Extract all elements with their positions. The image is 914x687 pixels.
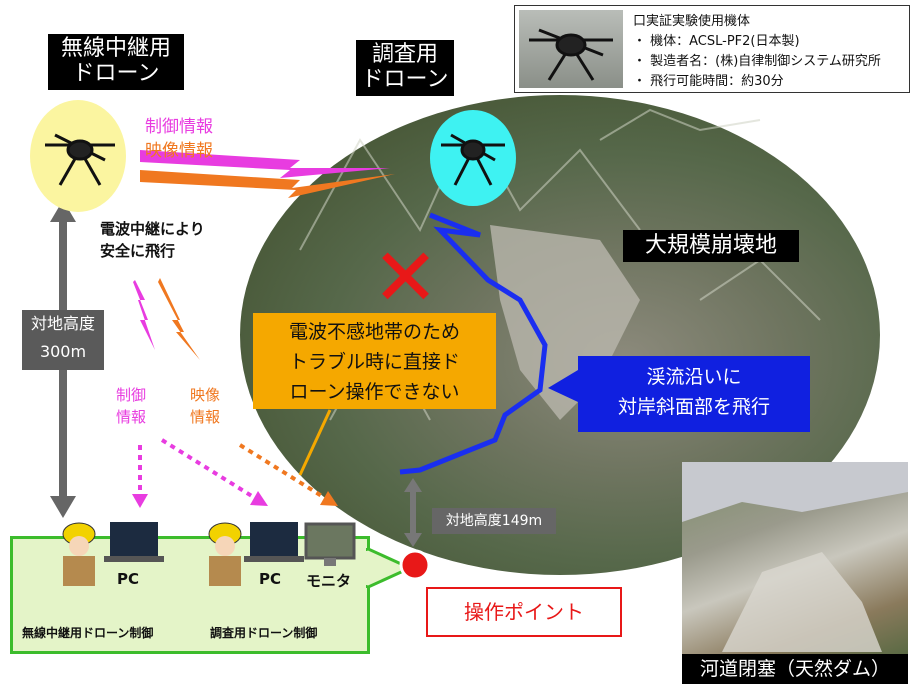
relay-safe-line1: 電波中継により: [100, 220, 205, 238]
relay-control-caption: 無線中継用ドローン制御: [22, 626, 154, 640]
control-v-line2: 情報: [116, 408, 147, 426]
altitude-300-line1: 対地高度: [30, 314, 95, 333]
pc-right-label: PC: [259, 570, 282, 588]
survey-drone-label: 調査用 ドローン: [356, 40, 454, 96]
flight-path-line1: 渓流沿いに: [646, 366, 742, 388]
relay-drone-line2: ドローン: [72, 61, 160, 87]
monitor-label: モニタ: [306, 572, 352, 590]
laptop-icon: [244, 522, 304, 562]
no-signal-line2: トラブル時に直接ド: [288, 351, 460, 373]
relay-safe-text: 電波中継により 安全に飛行: [100, 218, 205, 262]
worker-icon: [62, 522, 96, 586]
no-signal-pointer: [298, 409, 332, 476]
no-signal-line1: 電波不感地帯のため: [288, 321, 460, 343]
operation-point-label: 操作ポイント: [426, 587, 622, 637]
flight-path-callout-shape: [548, 356, 810, 432]
survey-control-caption: 調査用ドローン制御: [210, 626, 318, 640]
red-x-icon: ✕: [372, 231, 440, 324]
survey-drone-line2: ドローン: [361, 67, 449, 93]
monitor-icon: [304, 522, 356, 566]
control-bolt-top: [140, 150, 390, 178]
drone-icon: [441, 133, 505, 186]
no-signal-line3: ローン操作できない: [289, 381, 460, 403]
relay-drone-line1: 無線中継用: [60, 36, 171, 61]
altitude-300-box: 対地高度 300m: [22, 310, 104, 370]
spec-flight-time: ・ 飛行可能時間：約30分: [633, 74, 784, 89]
video-v-line2: 情報: [190, 408, 221, 426]
spec-box: 口実証実験使用機体 ・ 機体：ACSL-PF2(日本製) ・ 製造者名：(株)自…: [514, 5, 910, 93]
river-dam-photo: [682, 462, 908, 654]
location-marker-icon: [399, 549, 431, 581]
control-dotted-arrow-2: [160, 438, 257, 500]
landslide-label: 大規模崩壊地: [623, 230, 799, 262]
drone-photo: [519, 10, 623, 88]
control-v-line1: 制御: [116, 386, 147, 404]
pc-left-label: PC: [117, 570, 140, 588]
drone-icon: [45, 133, 115, 186]
spec-maker: ・ 製造者名：(株)自律制御システム研究所: [633, 54, 881, 69]
video-bolt-top: [140, 170, 395, 198]
survey-drone-line1: 調査用: [371, 42, 438, 67]
altitude-149-label: 対地高度149m: [432, 508, 556, 534]
control-info-top: 制御情報: [145, 117, 213, 137]
control-info-vertical: 制御 情報: [116, 384, 146, 428]
video-v-line1: 映像: [190, 386, 221, 404]
video-dotted-arrow: [238, 443, 327, 500]
worker-icon: [208, 522, 242, 586]
panel-pointer: [366, 548, 410, 588]
flight-path-line2: 対岸斜面部を飛行: [617, 396, 770, 418]
flight-path: [399, 212, 548, 475]
relay-safe-line2: 安全に飛行: [100, 242, 176, 260]
no-signal-callout: 電波不感地帯のため トラブル時に直接ド ローン操作できない: [253, 313, 496, 409]
flight-path-callout: 渓流沿いに 対岸斜面部を飛行: [580, 362, 808, 422]
spec-title: 口実証実験使用機体: [633, 14, 751, 29]
altitude-300-line2: 300m: [39, 342, 87, 361]
video-info-vertical: 映像 情報: [190, 384, 220, 428]
river-dam-label: 河道閉塞（天然ダム）: [682, 654, 908, 684]
spec-airframe: ・ 機体：ACSL-PF2(日本製): [633, 34, 800, 49]
laptop-icon: [104, 522, 164, 562]
relay-drone-label: 無線中継用 ドローン: [48, 34, 184, 90]
video-info-top: 映像情報: [145, 141, 213, 161]
control-bolt-down: [133, 280, 155, 350]
video-bolt-down: [158, 278, 200, 360]
